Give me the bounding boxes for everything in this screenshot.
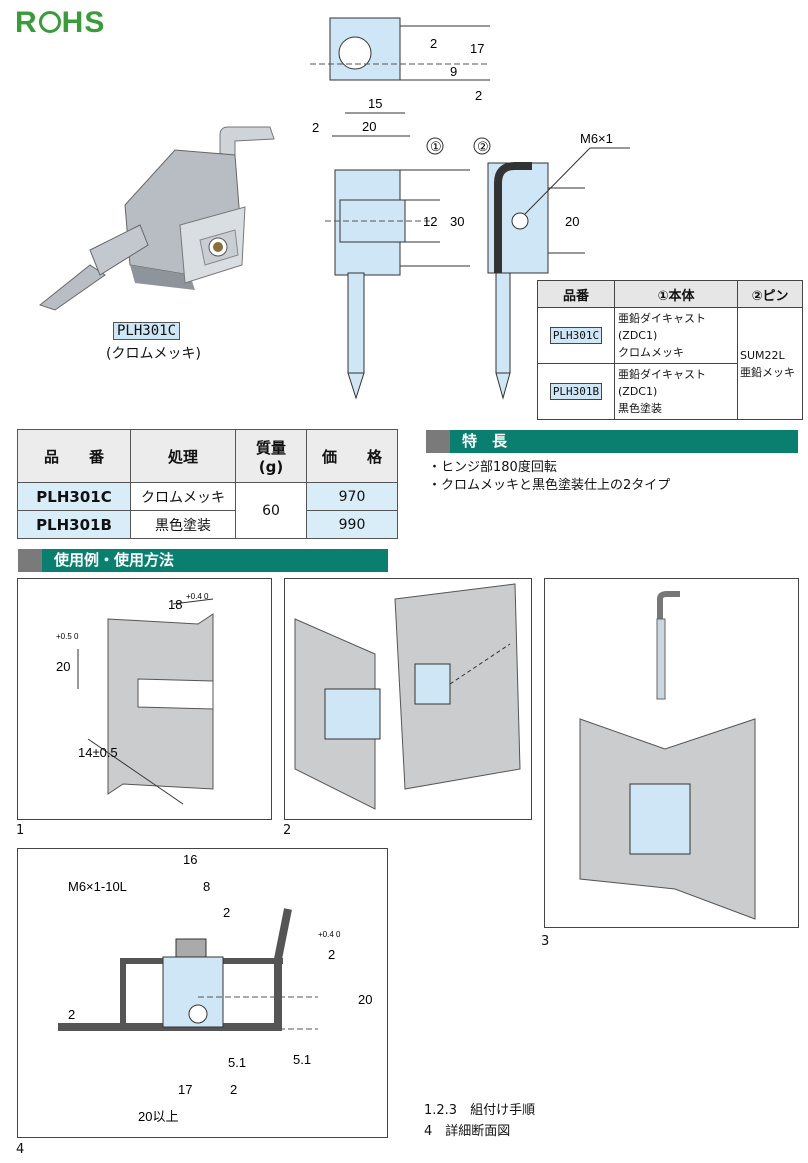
svg-text:2: 2: [68, 1007, 75, 1022]
product-code-label: PLH301C: [113, 321, 181, 340]
svg-text:20: 20: [362, 119, 376, 134]
svg-text:12: 12: [423, 214, 437, 229]
svg-text:M6×1-10L: M6×1-10L: [68, 879, 127, 894]
svg-text:5.1: 5.1: [228, 1055, 246, 1070]
features-heading: 特 長: [426, 430, 798, 453]
features-list: ・ヒンジ部180度回転 ・クロムメッキと黒色塗装仕上の2タイプ: [428, 459, 670, 495]
note-line: 4 詳細断面図: [424, 1124, 511, 1139]
svg-text:5.1: 5.1: [293, 1052, 311, 1067]
panel-number: 1: [16, 823, 25, 838]
dimension-drawing: 2 17 9 2 15 2 20 12 30 ① 20 M6×1 ②: [310, 17, 630, 400]
svg-text:15: 15: [368, 96, 382, 111]
svg-text:2: 2: [223, 905, 230, 920]
svg-text:②: ②: [477, 139, 489, 154]
panel-number: 2: [283, 823, 292, 838]
svg-text:20: 20: [358, 992, 372, 1007]
product-photo: [38, 126, 275, 311]
svg-text:+0.4 0: +0.4 0: [318, 930, 341, 939]
product-finish: (クロムメッキ): [106, 346, 201, 362]
table-row: PLH301B 黒色塗装 990: [17, 510, 398, 539]
svg-text:M6×1: M6×1: [580, 131, 613, 146]
list-item: ・クロムメッキと黒色塗装仕上の2タイプ: [428, 478, 671, 493]
usage-panel-4: 16 8 2 M6×1-10L 2 +0.4 0 20 2 5.1 5.1 17…: [17, 848, 388, 1138]
svg-text:+0.5 0: +0.5 0: [56, 632, 79, 641]
svg-text:17: 17: [470, 41, 484, 56]
spec-header-body: ①本体: [614, 280, 738, 308]
panel-number: 3: [541, 934, 550, 949]
svg-text:2: 2: [230, 1082, 237, 1097]
svg-text:+0.4 0: +0.4 0: [186, 592, 209, 601]
svg-text:14±0.5: 14±0.5: [78, 745, 118, 760]
usage-heading: 使用例・使用方法: [18, 549, 388, 572]
list-item: ・ヒンジ部180度回転: [428, 460, 557, 475]
svg-text:20: 20: [565, 214, 579, 229]
svg-text:20以上: 20以上: [138, 1109, 178, 1124]
spec-header-code: 品番: [537, 280, 615, 308]
usage-panel-2: [284, 578, 532, 820]
note-line: 1.2.3 組付け手順: [424, 1103, 536, 1118]
svg-text:16: 16: [183, 852, 197, 867]
usage-panel-3: [544, 578, 799, 928]
usage-panel-1: 18 +0.4 0 20 +0.5 0 14±0.5: [17, 578, 272, 820]
svg-text:30: 30: [450, 214, 464, 229]
svg-text:9: 9: [450, 64, 457, 79]
panel-number: 4: [16, 1142, 25, 1157]
table-row: PLH301B 亜鉛ダイキャスト(ZDC1)黒色塗装: [537, 363, 803, 420]
svg-text:18: 18: [168, 597, 182, 612]
svg-text:2: 2: [312, 120, 319, 135]
spec-table: 品番 ①本体 ②ピン PLH301C 亜鉛ダイキャスト(ZDC1)クロムメッキ …: [537, 280, 803, 420]
price-table: 品 番 処理 質量(g) 価 格 PLH301C クロムメッキ 60 970 P…: [17, 429, 398, 539]
svg-text:2: 2: [475, 88, 482, 103]
svg-text:①: ①: [430, 139, 442, 154]
svg-text:20: 20: [56, 659, 70, 674]
spec-header-pin: ②ピン: [737, 280, 803, 308]
svg-text:17: 17: [178, 1082, 192, 1097]
svg-text:2: 2: [430, 36, 437, 51]
table-row: PLH301C クロムメッキ 60 970: [17, 482, 398, 539]
assembly-notes: 1.2.3 組付け手順 4 詳細断面図: [424, 1100, 535, 1142]
svg-text:2: 2: [328, 947, 335, 962]
svg-text:8: 8: [203, 879, 210, 894]
